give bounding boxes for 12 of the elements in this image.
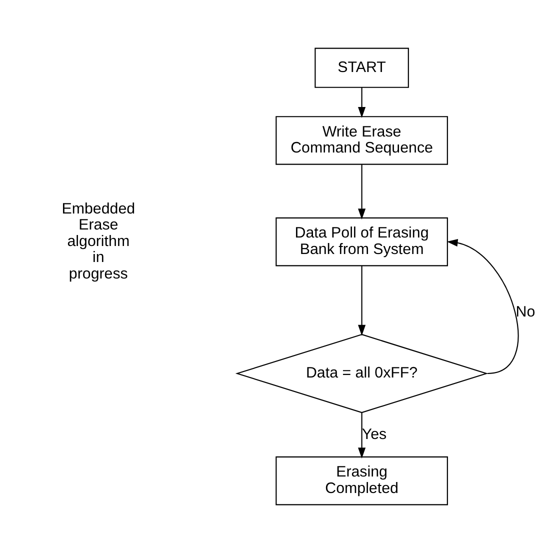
- edge-label: No: [516, 302, 536, 320]
- arrow: [358, 412, 366, 458]
- arrow: [446, 238, 518, 374]
- arrow: [358, 265, 366, 336]
- arrow: [358, 164, 366, 219]
- node-box: Erasing Completed: [276, 456, 448, 505]
- arrow: [358, 86, 366, 118]
- node-box: Write Erase Command Sequence: [276, 116, 448, 164]
- node-diamond: Data = all 0xFF?: [235, 333, 488, 413]
- node-box: Data Poll of Erasing Bank from System: [276, 216, 448, 266]
- label: Embedded Erase algorithm in progress: [62, 200, 136, 282]
- node-box: START: [314, 47, 409, 88]
